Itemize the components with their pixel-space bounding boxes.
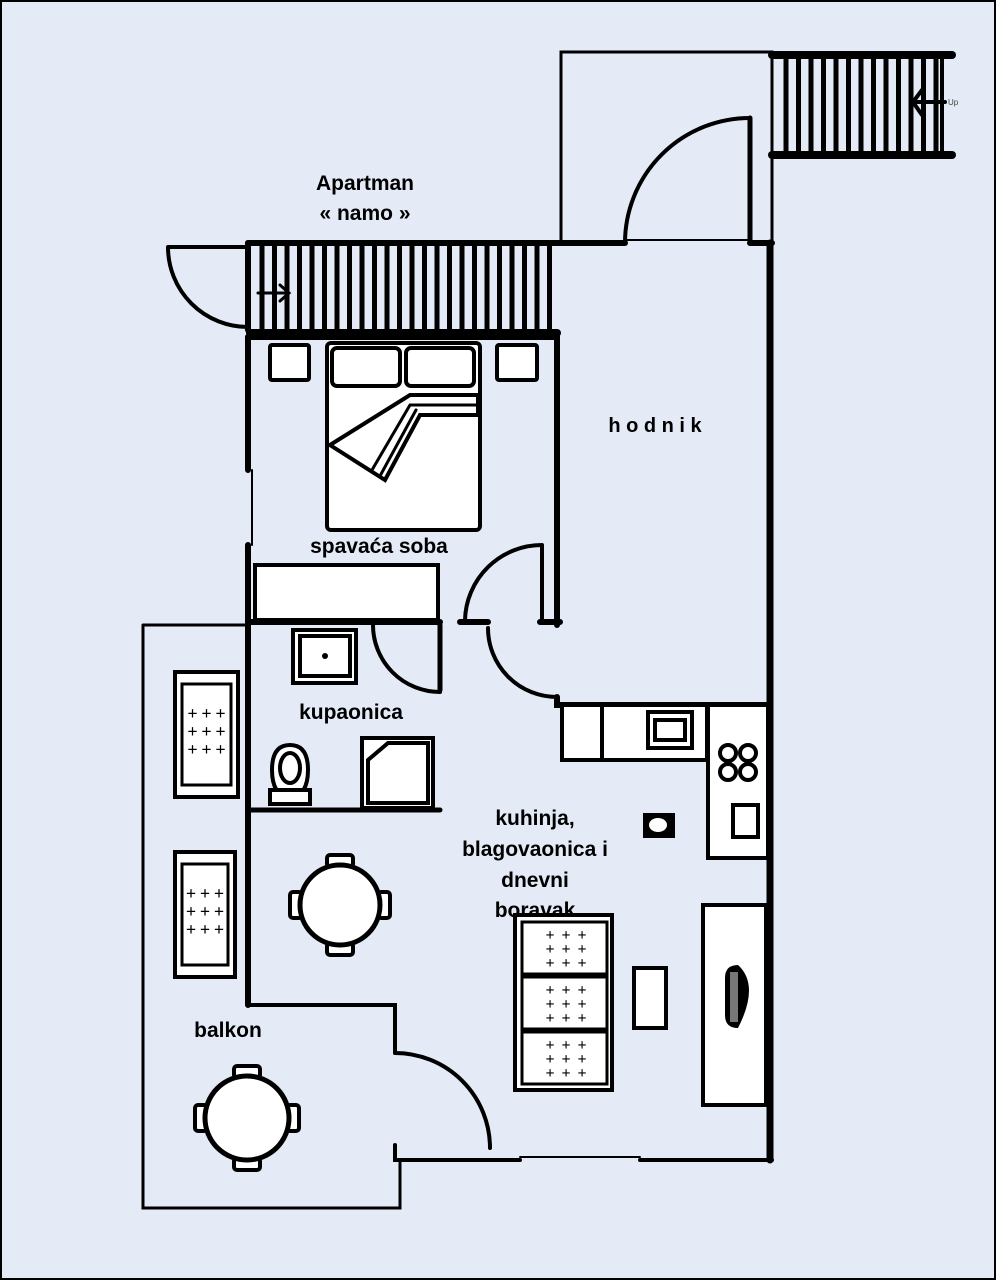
- svg-text:+: +: [561, 955, 570, 972]
- pillow: [404, 346, 476, 388]
- sun-lounger: +++++++++: [173, 670, 240, 799]
- svg-text:+: +: [187, 740, 197, 760]
- svg-text:+: +: [545, 1051, 554, 1068]
- svg-text:+: +: [577, 955, 586, 972]
- table-top: [297, 862, 383, 948]
- svg-text:+: +: [561, 1037, 570, 1054]
- svg-text:+: +: [577, 1065, 586, 1082]
- sofa-cushion: [520, 975, 609, 1031]
- room-label-bedroom: spavaća soba: [310, 535, 448, 558]
- svg-text:+: +: [186, 920, 196, 940]
- svg-text:+: +: [201, 740, 211, 760]
- svg-text:+: +: [545, 927, 554, 944]
- nightstand: [495, 343, 539, 382]
- burner: [718, 743, 738, 763]
- svg-text:+: +: [214, 884, 224, 904]
- svg-text:+: +: [186, 884, 196, 904]
- svg-text:+: +: [561, 1010, 570, 1027]
- svg-text:+: +: [200, 884, 210, 904]
- dining-table: [288, 853, 392, 957]
- toilet: [268, 742, 312, 806]
- sofa-cushion: [520, 920, 609, 976]
- balcony-table: [193, 1064, 301, 1172]
- svg-text:+: +: [577, 1051, 586, 1068]
- svg-text:+: +: [545, 996, 554, 1013]
- svg-text:+: +: [545, 1010, 554, 1027]
- room-label-balcony: balkon: [194, 1019, 262, 1042]
- svg-text:+: +: [545, 982, 554, 999]
- svg-text:+: +: [577, 982, 586, 999]
- svg-text:+: +: [215, 740, 225, 760]
- svg-text:+: +: [577, 996, 586, 1013]
- stairs-up-label: Up: [948, 98, 959, 107]
- apartment-name-line2: « namo »: [319, 202, 410, 225]
- room-label-bathroom: kupaonica: [299, 701, 403, 724]
- sofa: +++++++++++++++++++++++++++: [513, 913, 614, 1092]
- sofa-cushion: [520, 1030, 609, 1086]
- kitchen-counter: [560, 703, 770, 860]
- stairs-corridor: [246, 245, 561, 337]
- svg-text:+: +: [577, 927, 586, 944]
- svg-text:+: +: [577, 1010, 586, 1027]
- shower: [360, 736, 435, 810]
- svg-text:+: +: [561, 941, 570, 958]
- svg-text:+: +: [215, 704, 225, 724]
- svg-text:+: +: [200, 920, 210, 940]
- svg-text:+: +: [545, 941, 554, 958]
- entry-door: [166, 245, 250, 329]
- drain: [322, 653, 328, 659]
- svg-text:+: +: [561, 1051, 570, 1068]
- room-label-living-2: blagovaonica i: [462, 838, 608, 861]
- svg-text:+: +: [214, 920, 224, 940]
- svg-text:+: +: [577, 1037, 586, 1054]
- nightstand: [268, 343, 311, 382]
- apartment-name-line1: Apartman: [316, 172, 414, 195]
- svg-text:+: +: [200, 902, 210, 922]
- svg-text:+: +: [545, 1037, 554, 1054]
- balcony-door: [393, 1051, 492, 1150]
- oven: [731, 803, 760, 839]
- pillow: [330, 346, 402, 388]
- bedroom-door: [463, 543, 544, 622]
- svg-text:+: +: [561, 996, 570, 1013]
- svg-text:+: +: [545, 955, 554, 972]
- room-label-living-4: boravak: [495, 899, 576, 922]
- svg-text:+: +: [201, 722, 211, 742]
- svg-text:+: +: [187, 704, 197, 724]
- room-label-living-3: dnevni: [501, 869, 569, 892]
- coffee-table: [632, 966, 668, 1030]
- svg-text:+: +: [561, 1065, 570, 1082]
- svg-text:+: +: [214, 902, 224, 922]
- room-label-living-1: kuhinja,: [495, 807, 574, 830]
- room-label-hallway: h o d n i k: [608, 415, 702, 437]
- bed: [268, 341, 539, 532]
- entrance-vestibule: [559, 50, 774, 246]
- tv-unit: [701, 903, 768, 1107]
- svg-text:+: +: [187, 722, 197, 742]
- svg-text:+: +: [561, 982, 570, 999]
- hallway-door: [486, 626, 559, 699]
- svg-text:+: +: [201, 704, 211, 724]
- wardrobe: [253, 563, 440, 622]
- table-top: [202, 1073, 292, 1163]
- svg-text:+: +: [577, 941, 586, 958]
- svg-text:+: +: [545, 1065, 554, 1082]
- svg-text:+: +: [561, 927, 570, 944]
- sun-lounger: +++++++++: [173, 850, 237, 979]
- svg-text:+: +: [186, 902, 196, 922]
- washbasin-bowl: [298, 634, 352, 678]
- stairs-exterior: Up: [768, 51, 959, 159]
- bathroom-door: [371, 623, 442, 694]
- svg-text:+: +: [215, 722, 225, 742]
